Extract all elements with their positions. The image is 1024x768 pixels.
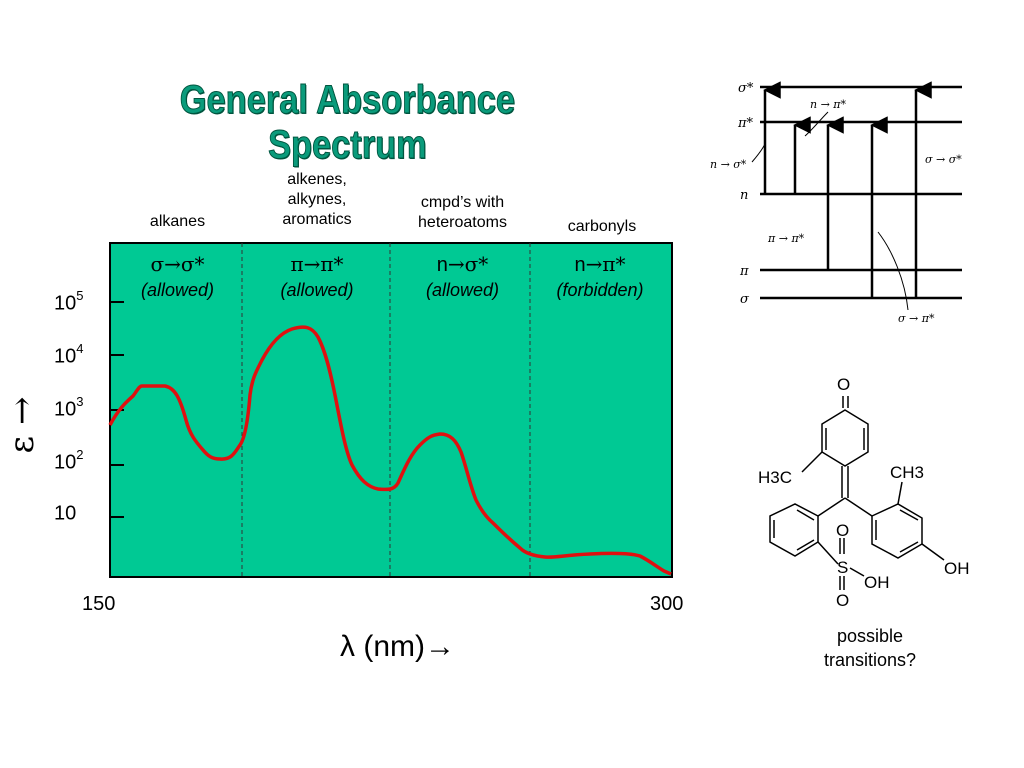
level-label-n: n	[740, 188, 748, 203]
plot-area	[109, 242, 673, 578]
level-label-sigma-star: σ*	[738, 81, 754, 96]
region-label-heteroatoms: cmpd’s with heteroatoms	[418, 194, 507, 231]
atom-label: O	[837, 375, 850, 394]
atom-label: O	[836, 521, 849, 540]
transition-n-sigma-star: n → σ*	[710, 158, 747, 171]
x-max-label: 300	[650, 593, 684, 615]
transition-sigma-sigma-star: σ → σ*	[925, 153, 962, 166]
page-title: General Absorbance Spectrum	[179, 78, 515, 168]
transition-allowance: (forbidden)	[556, 280, 644, 300]
atom-label: CH3	[890, 463, 924, 482]
atom-label: OH	[864, 573, 890, 592]
level-label-pi-star: π*	[737, 116, 754, 131]
atom-label: OH	[944, 559, 970, 578]
transition-allowance: (allowed)	[140, 280, 215, 300]
y-tick-label: 103	[54, 394, 84, 421]
absorbance-curve	[108, 325, 672, 576]
caption: possible transitions?	[823, 626, 917, 670]
energy-level-diagram: σ* π* n π σ n → π* n → σ* σ → σ* π → π* …	[710, 81, 962, 325]
region-label-carbonyls: carbonyls	[567, 218, 637, 235]
transition-sigma-pi-star: σ → π*	[898, 312, 935, 325]
transition-pi-pi-star: π → π*	[767, 232, 805, 245]
y-tick-label: 10	[54, 502, 77, 525]
transition-n-pi-star: n → π*	[810, 98, 847, 111]
x-min-label: 150	[82, 593, 116, 615]
atom-label: O	[836, 591, 849, 610]
y-tick-label: 104	[54, 341, 84, 368]
atom-label: S	[837, 558, 848, 577]
level-label-sigma: σ	[740, 292, 750, 307]
level-label-pi: π	[739, 264, 749, 279]
molecule-structure: O H3C CH3 S O O OH OH	[758, 375, 970, 610]
atom-label: H3C	[758, 468, 792, 487]
transition-label: π→π*	[290, 252, 344, 276]
transition-label: n→π*	[574, 252, 626, 276]
region-label-alkenes: alkenes, alkynes, aromatics	[282, 171, 352, 228]
transition-label: n→σ*	[436, 252, 489, 276]
y-tick-label: 102	[54, 447, 84, 474]
x-axis-title: λ (nm)→	[340, 630, 455, 663]
transition-allowance: (allowed)	[280, 280, 354, 300]
region-label-alkanes: alkanes	[149, 213, 206, 230]
transition-label: σ→σ*	[150, 252, 205, 276]
y-tick-label: 105	[54, 288, 84, 315]
transition-allowance: (allowed)	[425, 280, 500, 300]
